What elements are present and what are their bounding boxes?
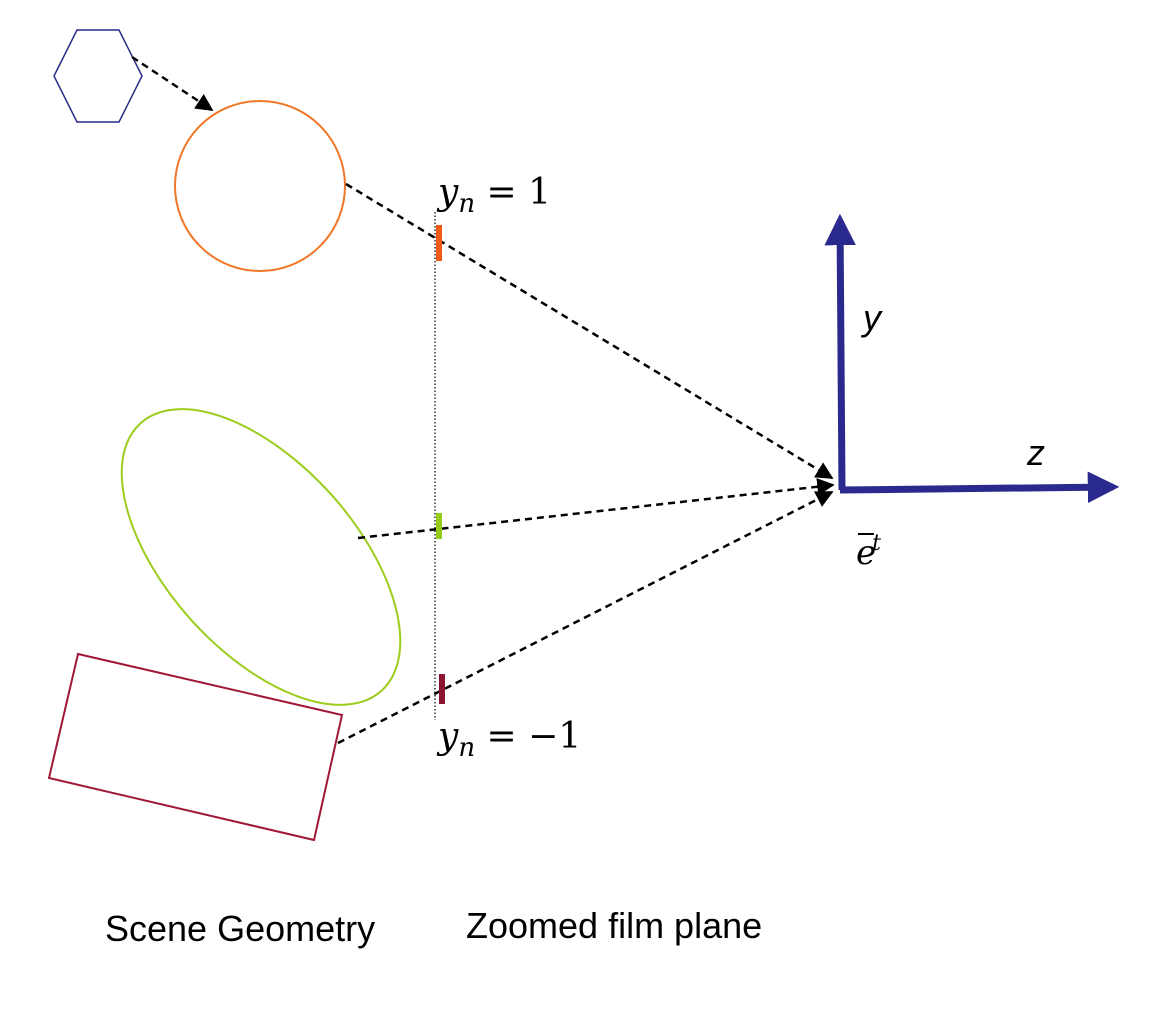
film-top-label: yn = 1 <box>436 172 551 219</box>
film-bottom-label: yn = −1 <box>436 716 581 763</box>
z-axis-arrow <box>839 471 1120 504</box>
y-axis-label: y <box>860 297 883 338</box>
ray-rectangle <box>337 490 834 745</box>
y-axis-arrow <box>824 213 856 491</box>
zoomed-film-plane-caption: Zoomed film plane <box>466 905 763 946</box>
z-axis-label: z <box>1026 432 1045 473</box>
ellipse-shape <box>120 408 402 706</box>
tick-middle <box>436 513 442 539</box>
hexagon-shape <box>53 29 143 123</box>
tick-bottom <box>439 674 445 704</box>
tick-top <box>436 225 442 261</box>
ray-circle <box>345 182 834 480</box>
rectangle-shape <box>47 652 344 842</box>
eye-point-label: et <box>856 531 881 573</box>
scene-geometry-caption: Scene Geometry <box>105 908 376 949</box>
circle-shape <box>174 100 346 272</box>
ray-ellipse <box>357 478 835 540</box>
hexagon-to-circle-arrow <box>131 55 214 112</box>
